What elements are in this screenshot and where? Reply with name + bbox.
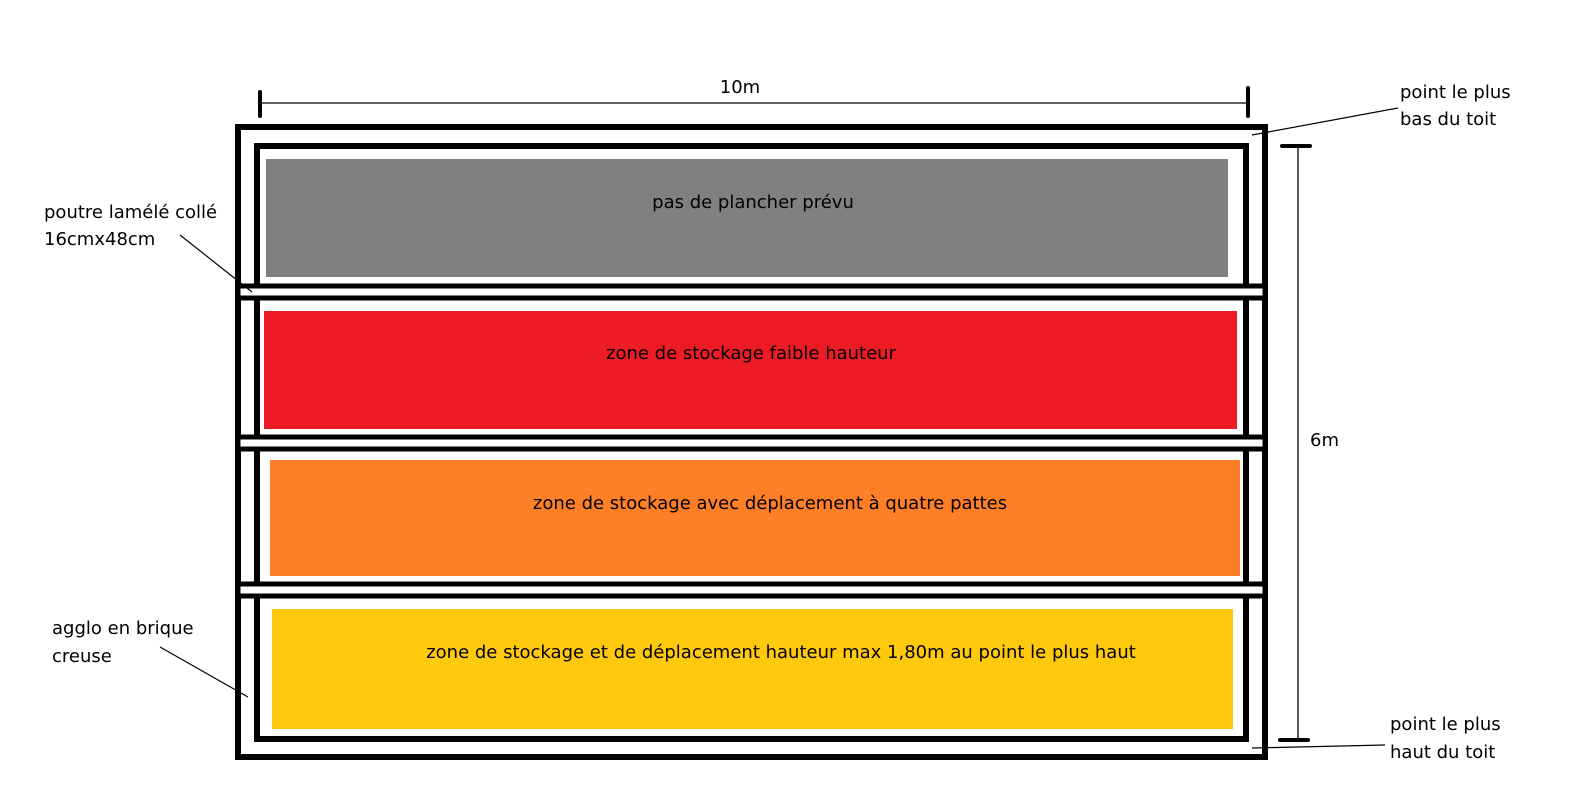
zone-walk-storage <box>272 609 1233 729</box>
beam-label-line2: 16cmx48cm <box>44 229 155 250</box>
zone-crawl-storage <box>270 460 1240 576</box>
beam-3 <box>235 581 1268 599</box>
zone-walk-storage-label: zone de stockage et de déplacement haute… <box>426 642 1136 663</box>
zone-no-floor <box>266 159 1228 277</box>
width-dimension-label: 10m <box>720 77 760 98</box>
zone-low-storage-label: zone de stockage faible hauteur <box>606 343 897 364</box>
wall-label-line1: agglo en brique <box>52 618 194 639</box>
zone-crawl-storage-label: zone de stockage avec déplacement à quat… <box>533 493 1007 514</box>
roof-low-leader <box>1251 107 1399 136</box>
beam-1 <box>235 283 1268 301</box>
roof-low-label-line1: point le plus <box>1400 82 1511 103</box>
roof-high-label-line1: point le plus <box>1390 714 1501 735</box>
roof-high-leader <box>1251 744 1386 749</box>
beam-leader <box>179 234 253 293</box>
wall-label-line2: creuse <box>52 646 112 667</box>
wall-leader <box>159 646 249 698</box>
zone-low-storage <box>264 311 1237 429</box>
roof-low-label-line2: bas du toit <box>1400 109 1496 130</box>
roof-high-label-line2: haut du toit <box>1390 742 1495 763</box>
zone-no-floor-label: pas de plancher prévu <box>652 192 854 213</box>
height-dimension-label: 6m <box>1310 430 1339 451</box>
beam-label-line1: poutre lamélé collé <box>44 202 217 223</box>
beam-2 <box>235 434 1268 452</box>
